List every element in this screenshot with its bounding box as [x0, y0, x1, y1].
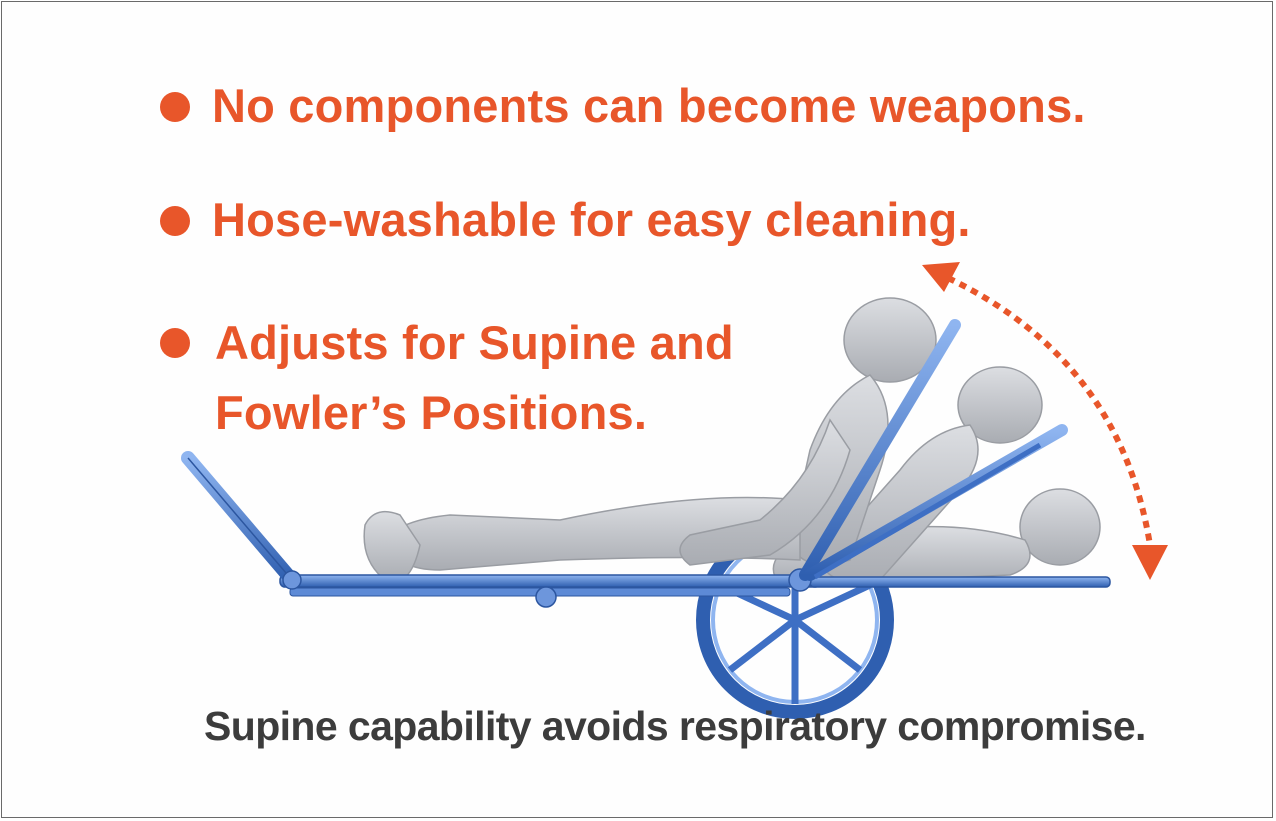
adjustment-arrow-icon [922, 262, 1168, 580]
bullet-dot-icon [160, 92, 190, 122]
patient-figure-fowler [363, 297, 937, 583]
bullet-hose-washable: Hose-washable for easy cleaning. [160, 186, 971, 254]
bullet-text: No components can become weapons. [212, 79, 1086, 132]
caption: Supine capability avoids respiratory com… [204, 703, 1146, 749]
litter-frame [181, 319, 1111, 608]
bullet-dot-icon [160, 206, 190, 236]
bullet-text: Hose-washable for easy cleaning. [212, 193, 971, 246]
bullet-dot-icon [160, 328, 190, 358]
bullet-no-weapons: No components can become weapons. [160, 72, 1086, 140]
bullet-text: Adjusts for Supine and Fowler’s Position… [215, 316, 734, 439]
bullet-positions: Adjusts for Supine and Fowler’s Position… [160, 308, 835, 448]
